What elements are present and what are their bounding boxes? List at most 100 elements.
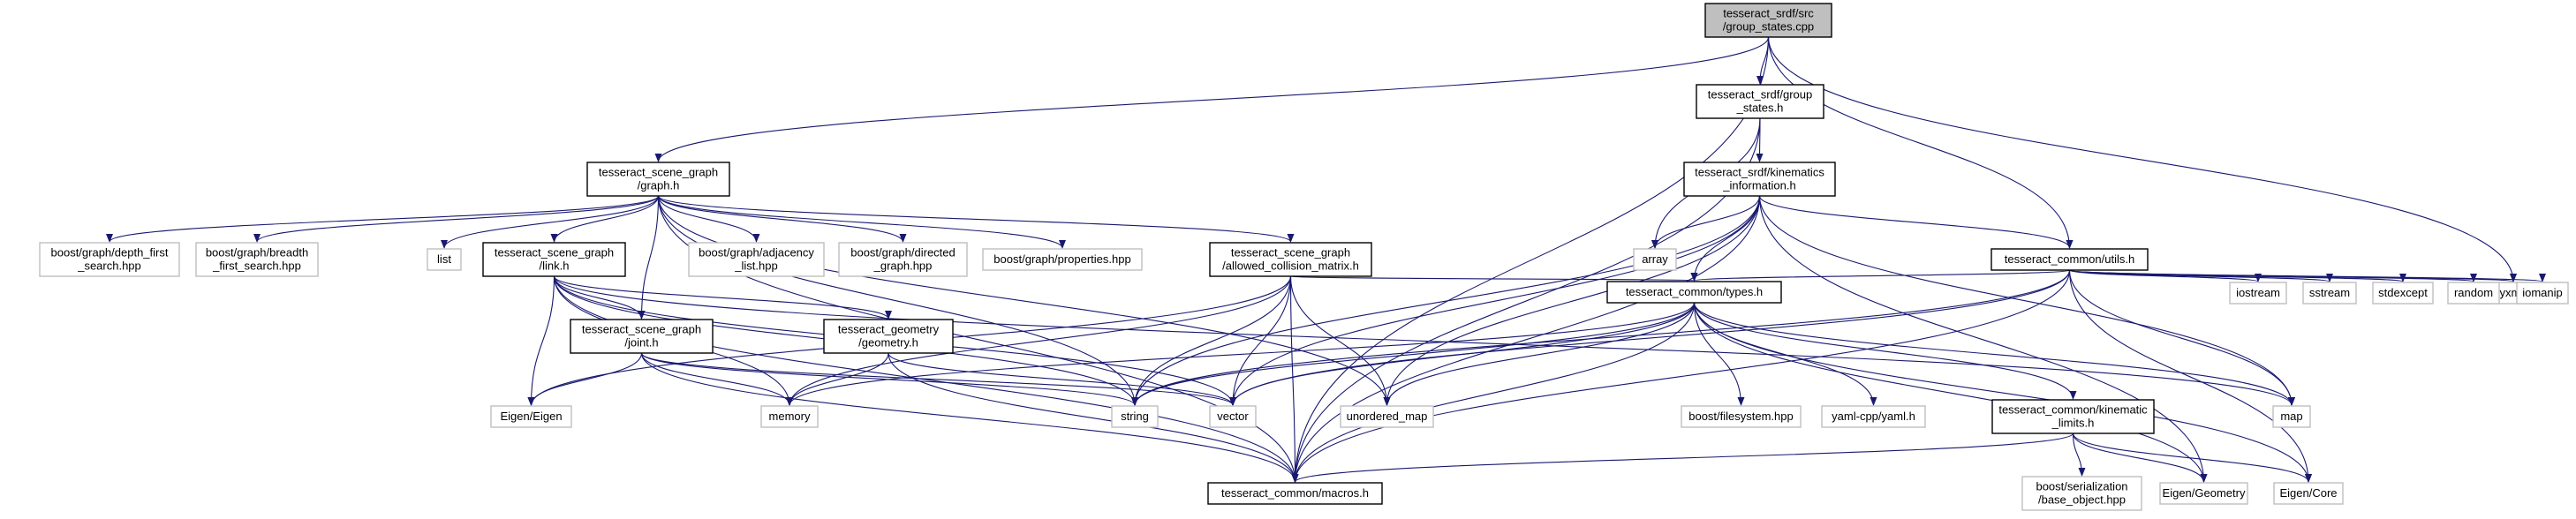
edge-kin_limits_h-to-eigen_core xyxy=(2072,432,2312,483)
node-eigen-eigen: Eigen/Eigen xyxy=(490,405,572,428)
node-box xyxy=(1209,242,1372,277)
edge-types_h-to-eigen_core xyxy=(1693,302,2312,483)
edge-group_states_cpp-to-tinyxml2_h xyxy=(1767,36,2517,282)
node-label: _limits.h xyxy=(2051,417,2095,430)
node-label: iomanip xyxy=(2522,286,2563,299)
edge-graph_h-to-link_h xyxy=(550,195,660,243)
node-box xyxy=(760,405,819,428)
edge-graph_h-to-boost_adj xyxy=(657,195,760,243)
edge-kinematics_information_h-to-vector xyxy=(1229,195,1761,406)
edge-acm_h-to-types_h xyxy=(1289,272,1696,282)
node-boost-dfs: boost/graph/depth_first_search.hpp xyxy=(39,242,180,277)
node-label: boost/serialization xyxy=(2036,480,2127,493)
node-box xyxy=(1111,405,1159,428)
node-label: tesseract_geometry xyxy=(838,323,940,336)
node-graph-h[interactable]: tesseract_scene_graph/graph.h xyxy=(586,162,730,197)
node-label: /geometry.h xyxy=(858,336,918,350)
edge-types_h-to-map xyxy=(1693,302,2295,406)
node-unordered-map: unordered_map xyxy=(1340,405,1434,428)
node-label: tesseract_srdf/group xyxy=(1708,88,1813,102)
node-label: /group_states.cpp xyxy=(1723,20,1814,34)
edge-acm_h-to-macros_h xyxy=(1289,275,1299,483)
node-label: sstream xyxy=(2309,286,2350,299)
edge-types_h-to-vector xyxy=(1229,302,1696,406)
edge-graph_h-to-boost_props xyxy=(657,195,1066,249)
node-label: yaml-cpp/yaml.h xyxy=(1832,410,1915,423)
node-label: /allowed_collision_matrix.h xyxy=(1222,260,1359,273)
edge-geometry_h-to-memory xyxy=(786,352,889,406)
edge-kinematics_information_h-to-macros_h xyxy=(1291,195,1761,483)
node-group-states-h[interactable]: tesseract_srdf/group_states.h xyxy=(1696,84,1824,119)
node-label: tesseract_common/types.h xyxy=(1626,285,1763,298)
node-group-states-cpp[interactable]: tesseract_srdf/src/group_states.cpp xyxy=(1704,3,1832,38)
node-box xyxy=(39,242,180,277)
node-box xyxy=(2372,282,2434,305)
edge-geometry_h-to-vector xyxy=(888,352,1236,406)
edge-graph_h-to-string xyxy=(657,195,1138,406)
node-label: _search.hpp xyxy=(77,260,141,273)
node-kin-limits-h[interactable]: tesseract_common/kinematic_limits.h xyxy=(1991,399,2155,434)
node-memory: memory xyxy=(760,405,819,428)
node-label: /joint.h xyxy=(624,336,658,350)
node-box xyxy=(2229,282,2287,305)
node-kinematics-information-h[interactable]: tesseract_srdf/kinematics_information.h xyxy=(1683,162,1836,197)
node-vector: vector xyxy=(1209,405,1257,428)
edge-group_states_cpp-to-utils_h xyxy=(1767,36,2074,249)
edge-kinematics_information_h-to-eigen_geometry xyxy=(1758,195,2208,483)
edge-acm_h-to-string xyxy=(1131,275,1292,406)
edge-graph_h-to-macros_h xyxy=(657,195,1299,483)
node-link-h[interactable]: tesseract_scene_graph/link.h xyxy=(482,242,626,277)
edge-graph_h-to-boost_bfs xyxy=(253,195,660,243)
node-label: tesseract_srdf/src xyxy=(1723,7,1814,20)
node-label: boost/graph/depth_first xyxy=(51,246,169,260)
node-box xyxy=(1633,248,1677,271)
edge-types_h-to-memory xyxy=(786,302,1696,406)
node-boost-props: boost/graph/properties.hpp xyxy=(982,248,1143,271)
node-boost-adj: boost/graph/adjacency_list.hpp xyxy=(688,242,825,277)
edge-utils_h-to-types_h xyxy=(1691,269,2071,282)
node-label: tesseract_common/macros.h xyxy=(1221,486,1369,500)
edge-acm_h-to-unordered_map xyxy=(1289,275,1391,406)
edge-graph_h-to-unordered_map xyxy=(657,195,1391,406)
node-acm-h[interactable]: tesseract_scene_graph/allowed_collision_… xyxy=(1209,242,1372,277)
node-iomanip: iomanip xyxy=(2516,282,2569,305)
node-label: boost/graph/adjacency xyxy=(699,246,814,260)
node-box xyxy=(1821,405,1926,428)
node-box xyxy=(2302,282,2357,305)
node-utils-h[interactable]: tesseract_common/utils.h xyxy=(1991,248,2149,271)
node-box xyxy=(1681,405,1802,428)
node-label: tesseract_scene_graph xyxy=(599,166,718,179)
node-label: _first_search.hpp xyxy=(212,260,301,273)
node-label: tesseract_srdf/kinematics xyxy=(1695,166,1824,179)
edge-link_h-to-geometry_h xyxy=(553,275,892,320)
node-geometry-h[interactable]: tesseract_geometry/geometry.h xyxy=(823,319,954,354)
node-label: tesseract_scene_graph xyxy=(495,246,614,260)
node-label: _states.h xyxy=(1736,102,1784,115)
edge-utils_h-to-eigen_core xyxy=(2068,269,2312,483)
node-box xyxy=(982,248,1143,271)
edge-joint_h-to-macros_h xyxy=(640,352,1299,483)
node-label: Eigen/Core xyxy=(2279,486,2337,500)
node-macros-h[interactable]: tesseract_common/macros.h xyxy=(1207,482,1383,505)
node-label: Eigen/Eigen xyxy=(500,410,562,423)
node-box xyxy=(838,242,968,277)
node-box xyxy=(823,319,954,354)
edge-kinematics_information_h-to-string xyxy=(1131,195,1761,406)
node-types-h[interactable]: tesseract_common/types.h xyxy=(1606,281,1782,304)
node-label: Eigen/Geometry xyxy=(2163,486,2246,500)
node-boost-bfs: boost/graph/breadth_first_search.hpp xyxy=(195,242,319,277)
node-label: memory xyxy=(769,410,811,423)
node-box xyxy=(490,405,572,428)
edge-types_h-to-string xyxy=(1131,302,1696,406)
node-box xyxy=(2273,482,2344,505)
node-string: string xyxy=(1111,405,1159,428)
node-label: _information.h xyxy=(1722,179,1795,192)
node-label: stdexcept xyxy=(2378,286,2428,299)
node-box xyxy=(570,319,714,354)
node-eigen-core: Eigen/Core xyxy=(2273,482,2344,505)
edge-link_h-to-joint_h xyxy=(553,275,646,320)
node-box xyxy=(1207,482,1383,505)
edge-graph_h-to-list xyxy=(441,195,660,249)
node-box xyxy=(1683,162,1836,197)
node-joint-h[interactable]: tesseract_scene_graph/joint.h xyxy=(570,319,714,354)
